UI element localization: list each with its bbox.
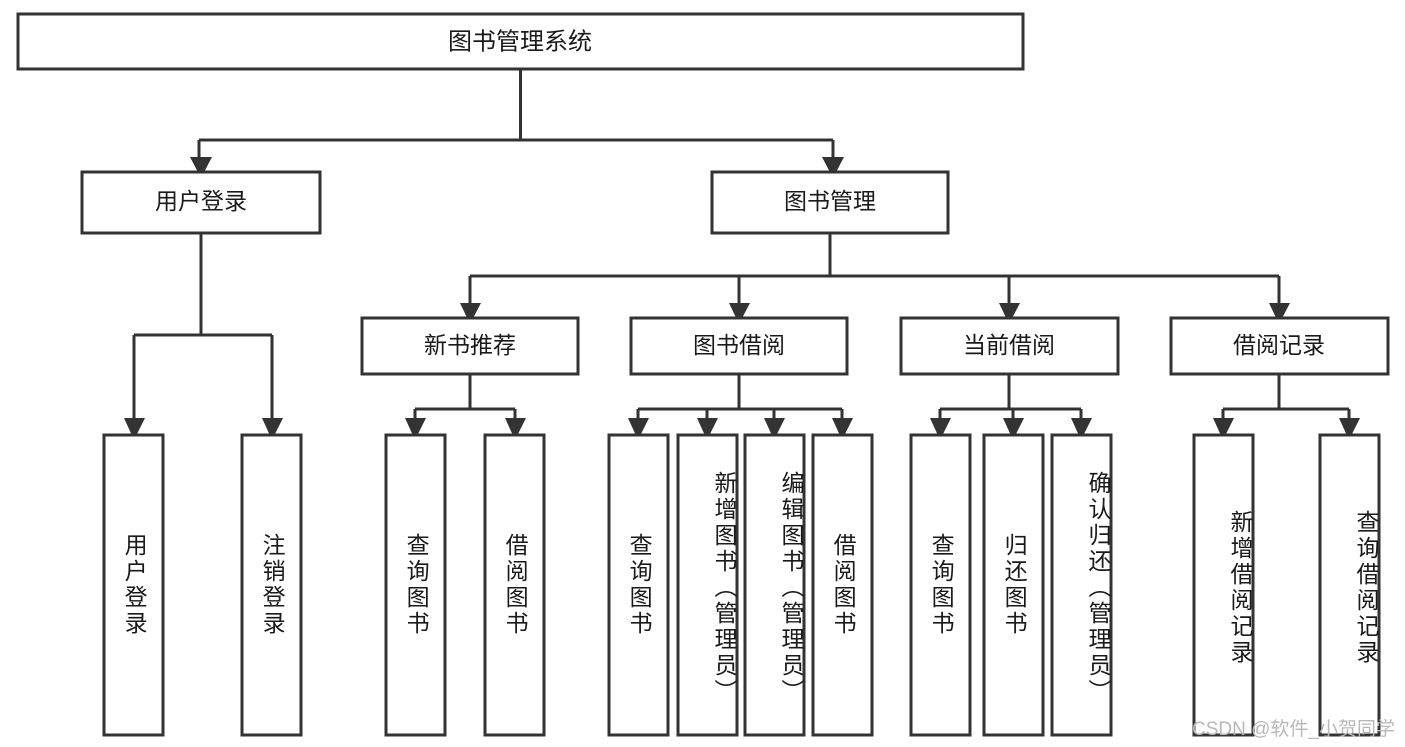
arrow-to-leaf-query-book-3 — [930, 418, 951, 440]
node-current-borrow-label: 当前借阅 — [963, 332, 1055, 358]
connector-borrow-record-bus — [1221, 374, 1351, 420]
node-layer: 图书管理系统 用户登录 图书管理 新书推荐 图书借阅 当前借阅 借阅记录 — [16, 12, 1390, 376]
arrow-to-leaf-add-book — [697, 418, 718, 440]
leaf-borrow-book-1-box[interactable] — [483, 433, 546, 737]
arrow-to-leaf-add-record — [1213, 418, 1234, 440]
leaf-add-record-box[interactable] — [1192, 433, 1255, 737]
node-new-book-rec-label: 新书推荐 — [424, 332, 516, 358]
arrow-to-leaf-return-book — [1003, 418, 1024, 440]
arrow-to-leaf-query-record — [1339, 418, 1360, 440]
leaf-borrow-book-2-box[interactable] — [811, 433, 874, 737]
leaf-add-book-box[interactable] — [676, 433, 739, 737]
arrow-to-leaf-user-login — [124, 418, 145, 440]
leaf-node-layer — [102, 433, 1381, 737]
node-borrow-record-label: 借阅记录 — [1233, 332, 1325, 358]
arrow-to-user-login — [190, 157, 212, 178]
leaf-user-login-box[interactable] — [102, 433, 165, 737]
arrow-to-book-manage — [822, 157, 844, 178]
arrow-to-leaf-query-book-2 — [628, 418, 649, 440]
node-current-borrow-box[interactable] — [899, 316, 1120, 376]
node-root-label: 图书管理系统 — [448, 28, 592, 55]
watermark-text: CSDN @软件_小贺同学 — [1192, 719, 1395, 740]
arrowhead-layer — [124, 157, 1360, 440]
connector-book-borrow-bus — [636, 374, 844, 420]
leaf-query-book-2-box[interactable] — [607, 433, 670, 737]
connector-book-manage-bus — [468, 233, 1281, 303]
node-book-borrow-label: 图书借阅 — [693, 332, 785, 358]
arrow-to-leaf-edit-book — [764, 418, 785, 440]
arrow-to-leaf-logout — [262, 418, 283, 440]
connector-root-bus — [197, 69, 835, 157]
arrow-to-leaf-confirm-return — [1071, 418, 1092, 440]
connector-new-book-bus — [413, 374, 517, 420]
leaf-query-book-3-box[interactable] — [909, 433, 972, 737]
connector-layer — [132, 69, 1351, 420]
node-book-manage-box[interactable] — [710, 170, 950, 235]
node-book-manage-label: 图书管理 — [784, 188, 876, 214]
leaf-confirm-return-box[interactable] — [1050, 433, 1113, 737]
node-user-login-box[interactable] — [80, 170, 322, 235]
arrow-to-leaf-borrow-book-2 — [832, 418, 853, 440]
leaf-edit-book-box[interactable] — [743, 433, 806, 737]
leaf-query-record-box[interactable] — [1318, 433, 1381, 737]
node-book-borrow-box[interactable] — [629, 316, 849, 376]
connector-user-login-bus — [132, 233, 274, 418]
arrow-to-book-borrow — [729, 303, 750, 324]
arrow-to-borrow-record — [1269, 303, 1290, 324]
arrow-to-new-book-rec — [460, 303, 481, 324]
leaf-query-book-1-box[interactable] — [384, 433, 447, 737]
node-user-login-label: 用户登录 — [155, 188, 247, 214]
node-borrow-record-box[interactable] — [1169, 316, 1390, 376]
arrow-to-current-borrow — [999, 303, 1020, 324]
arrow-to-leaf-borrow-book-1 — [505, 418, 526, 440]
arrow-to-leaf-query-book-1 — [405, 418, 426, 440]
node-root-box[interactable] — [16, 12, 1025, 71]
node-new-book-rec-box[interactable] — [360, 316, 580, 376]
leaf-return-book-box[interactable] — [982, 433, 1045, 737]
connector-current-borrow-bus — [938, 374, 1083, 420]
leaf-logout-box[interactable] — [240, 433, 303, 737]
